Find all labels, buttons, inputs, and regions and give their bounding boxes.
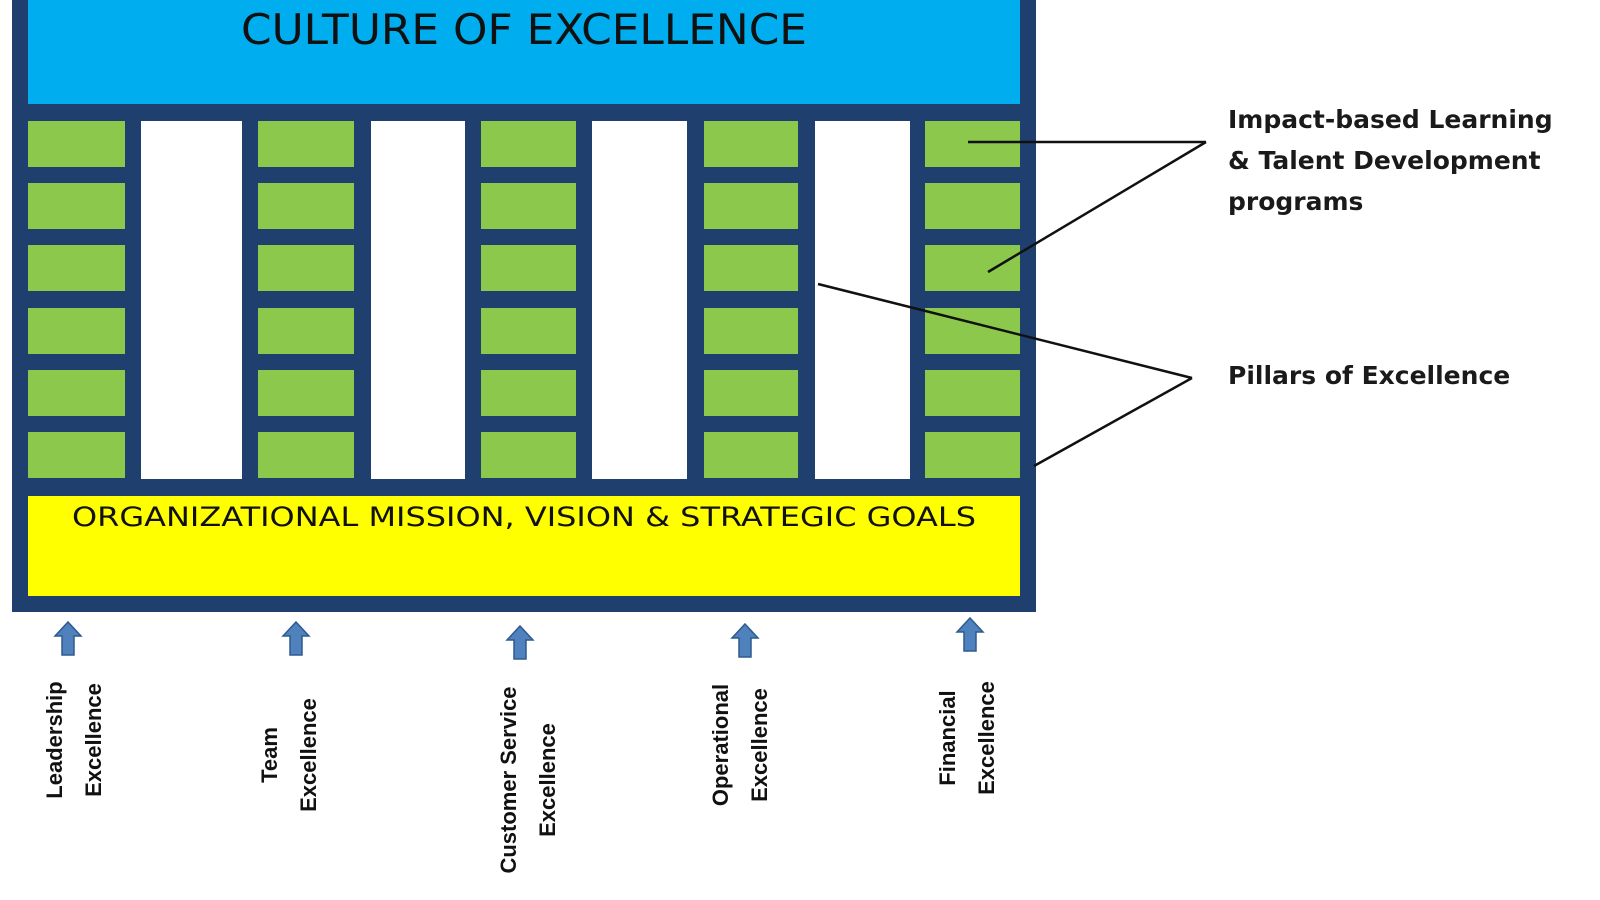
pillar-brick (481, 245, 576, 291)
pillar-brick (28, 432, 125, 478)
pillar-brick (28, 121, 125, 167)
pillar-brick (28, 370, 125, 416)
pillar-brick (925, 121, 1020, 167)
pillar-brick (28, 245, 125, 291)
pillar-label-line: Excellence (974, 681, 999, 795)
pillar-brick (28, 183, 125, 229)
pillar-label-line: Customer Service (496, 686, 521, 873)
pillar-label: Financial Excellence (935, 681, 999, 795)
pillar-label-line: Operational (708, 684, 733, 806)
pillar-label: Leadership Excellence (42, 681, 106, 798)
pillar-brick (481, 183, 576, 229)
pillar-label-line: Excellence (747, 688, 772, 802)
pillar-gap-4 (815, 121, 910, 479)
programs-callout-line-1: Impact-based Learning (1228, 105, 1553, 134)
pillar-label: Operational Excellence (708, 684, 772, 806)
pillar-brick (925, 370, 1020, 416)
up-arrow-icon (281, 620, 311, 656)
pillar-brick (704, 121, 798, 167)
pillar-brick (258, 308, 354, 354)
pillar-brick (481, 121, 576, 167)
pillar-brick (258, 183, 354, 229)
pillar-brick (481, 370, 576, 416)
pillar-brick (258, 121, 354, 167)
programs-leader-lines (968, 140, 1207, 274)
up-arrow-icon (730, 622, 760, 658)
pillar-brick (258, 370, 354, 416)
pillar-label-line: Excellence (535, 723, 560, 837)
pillar-brick (258, 245, 354, 291)
pillar-label-line: Excellence (296, 698, 321, 812)
pillar-label-line: Team (257, 727, 282, 783)
programs-callout-line-2: & Talent Development (1228, 146, 1541, 175)
pillar-label-line: Excellence (81, 683, 106, 797)
pillar-brick (925, 432, 1020, 478)
pillar-gap-2 (371, 121, 465, 479)
roof-title: CULTURE OF EXCELLENCE (241, 5, 807, 54)
up-arrow-icon (505, 624, 535, 660)
pillar-brick (704, 308, 798, 354)
pillar-brick (925, 183, 1020, 229)
pillar-grid (28, 121, 1020, 479)
pillars-callout: Pillars of Excellence (1228, 361, 1510, 390)
pillar-brick (258, 432, 354, 478)
pillar-brick (704, 183, 798, 229)
programs-callout-line-3: programs (1228, 187, 1363, 216)
up-arrow-icon (955, 616, 985, 652)
pillar-gap-1 (141, 121, 242, 479)
pillar-label: Customer Service Excellence (496, 686, 560, 873)
pillars-leader-lines (817, 282, 1193, 468)
pillar-brick (481, 432, 576, 478)
roof-banner (28, 0, 1020, 104)
pillar-label: Team Excellence (257, 698, 321, 812)
programs-callout: Impact-based Learning & Talent Developme… (1228, 105, 1561, 216)
up-arrow-icon (53, 620, 83, 656)
pillar-brick (28, 308, 125, 354)
pillar-brick (704, 432, 798, 478)
pillar-label-line: Financial (935, 690, 960, 785)
pillar-brick (925, 245, 1020, 291)
pillar-brick (481, 308, 576, 354)
pillar-brick (704, 245, 798, 291)
pillar-label-line: Leadership (42, 681, 67, 798)
foundation-title: ORGANIZATIONAL MISSION, VISION & STRATEG… (72, 502, 976, 533)
pillar-brick (704, 370, 798, 416)
pillar-gap-3 (592, 121, 687, 479)
foundation-banner (28, 496, 1020, 596)
